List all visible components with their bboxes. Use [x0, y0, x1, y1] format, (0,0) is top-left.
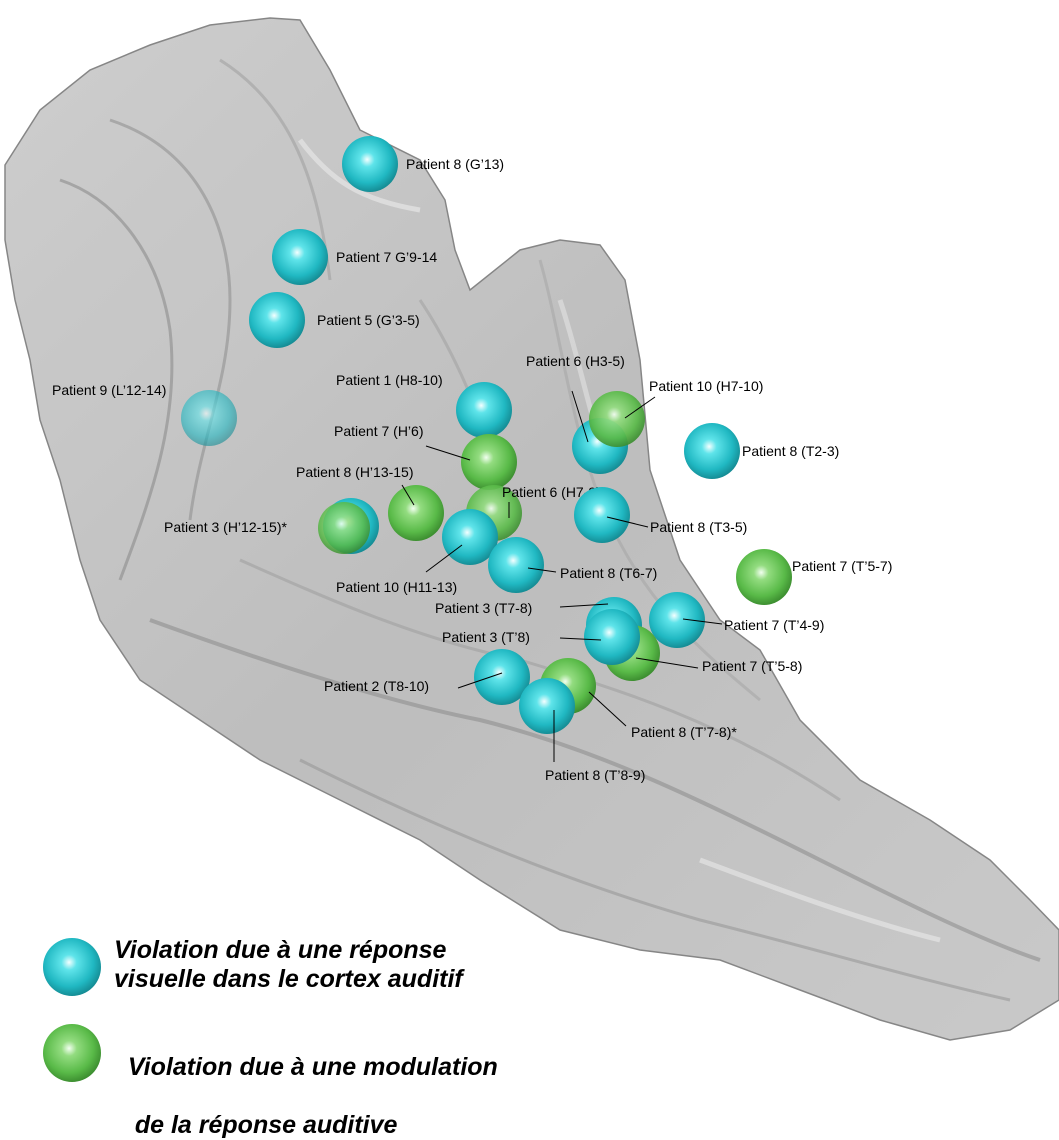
visual-electrode-marker	[181, 390, 237, 446]
marker-label: Patient 1 (H8-10)	[336, 372, 443, 388]
legend-auditory-line2: de la réponse auditive	[128, 1111, 398, 1139]
marker-label: Patient 3 (T7-8)	[435, 600, 532, 616]
marker-label: Patient 6 (H3-5)	[526, 353, 625, 369]
visual-electrode-marker	[584, 609, 640, 665]
marker-label: Patient 3 (H’12-15)*	[164, 519, 288, 535]
auditory-electrode-marker	[318, 502, 370, 554]
visual-electrode-marker	[456, 382, 512, 438]
marker-label: Patient 7 (T’5-8)	[702, 658, 802, 674]
auditory-electrode-marker	[589, 391, 645, 447]
marker-patient7-t5-7: Patient 7 (T’5-7)	[736, 549, 892, 605]
marker-label: Patient 8 (T’8-9)	[545, 767, 645, 783]
legend-visual-line1: Violation due à une réponse	[114, 936, 446, 964]
marker-label: Patient 7 (T’5-7)	[792, 558, 892, 574]
visual-electrode-marker	[488, 537, 544, 593]
auditory-electrode-marker	[388, 485, 444, 541]
auditory-electrode-marker	[461, 434, 517, 490]
visual-electrode-marker	[249, 292, 305, 348]
legend	[43, 938, 101, 1082]
marker-label: Patient 8 (G’13)	[406, 156, 504, 172]
legend-auditory-swatch	[43, 1024, 101, 1082]
visual-electrode-marker	[272, 229, 328, 285]
visual-electrode-marker	[684, 423, 740, 479]
visual-electrode-marker	[649, 592, 705, 648]
marker-label: Patient 10 (H11-13)	[336, 579, 457, 595]
brain-diagram: Patient 8 (G’13) Patient 7 G’9-14 Patien…	[0, 0, 1059, 1086]
visual-electrode-marker	[519, 678, 575, 734]
legend-auditory-line1: Violation due à une modulation	[128, 1053, 498, 1081]
legend-visual-text: Violation due à une réponse visuelle dan…	[114, 936, 463, 994]
marker-label: Patient 3 (T’8)	[442, 629, 530, 645]
marker-label: Patient 8 (T2-3)	[742, 443, 839, 459]
auditory-electrode-marker	[736, 549, 792, 605]
visual-electrode-marker	[574, 487, 630, 543]
legend-auditory-text: Violation due à une modulation de la rép…	[114, 1024, 498, 1140]
marker-label: Patient 7 (H’6)	[334, 423, 423, 439]
marker-patient8-t2-3: Patient 8 (T2-3)	[684, 423, 839, 479]
marker-label: Patient 10 (H7-10)	[649, 378, 763, 394]
marker-label: Patient 5 (G’3-5)	[317, 312, 420, 328]
legend-visual-swatch	[43, 938, 101, 996]
marker-label: Patient 2 (T8-10)	[324, 678, 429, 694]
marker-label: Patient 8 (H’13-15)	[296, 464, 414, 480]
marker-label: Patient 8 (T3-5)	[650, 519, 747, 535]
marker-label: Patient 9 (L’12-14)	[52, 382, 166, 398]
marker-label: Patient 8 (T6-7)	[560, 565, 657, 581]
marker-label: Patient 7 G’9-14	[336, 249, 437, 265]
marker-label: Patient 8 (T’7-8)*	[631, 724, 737, 740]
legend-visual-line2: visuelle dans le cortex auditif	[114, 965, 463, 993]
marker-label: Patient 7 (T’4-9)	[724, 617, 824, 633]
visual-electrode-marker	[342, 136, 398, 192]
